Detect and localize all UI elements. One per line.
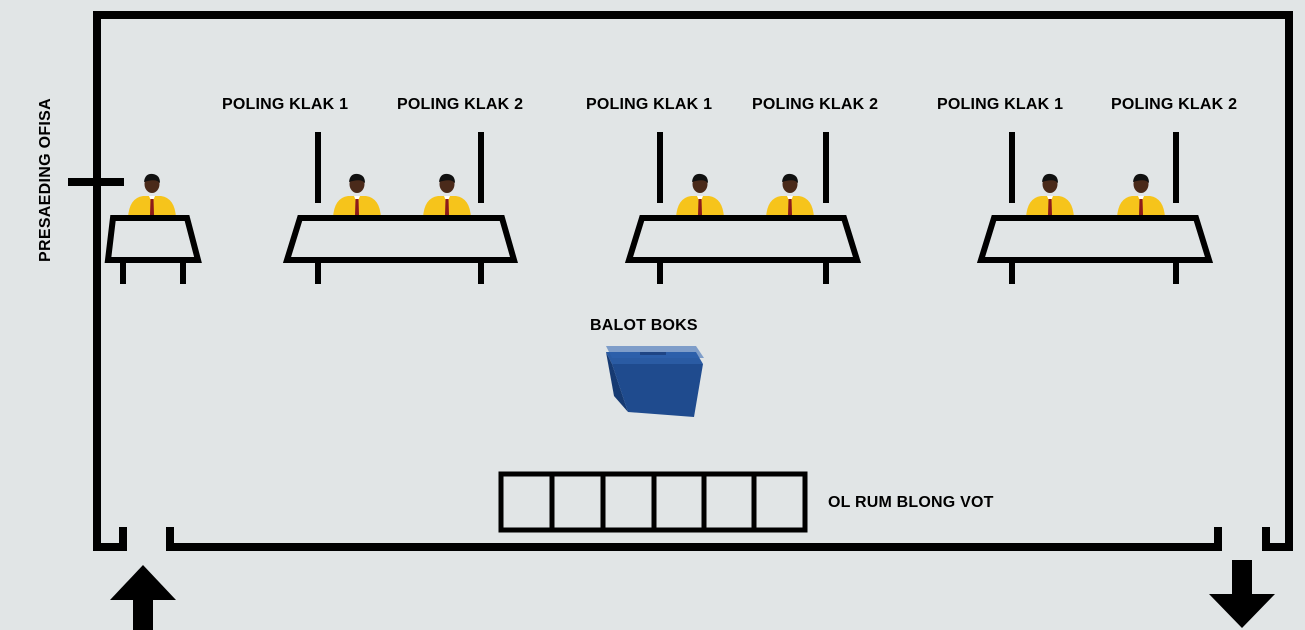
clerk-table-1 <box>282 132 518 284</box>
person-icon <box>333 173 381 218</box>
entry-arrow-icon <box>110 565 176 630</box>
table1-clerk1-label: POLING KLAK 1 <box>222 96 349 113</box>
wall-left-top-right <box>93 11 1293 551</box>
wall-bottom <box>166 527 1222 551</box>
clerk-table-top <box>624 215 862 263</box>
ballot-box-label: BALOT BOKS <box>590 317 698 334</box>
person-icon <box>1026 173 1074 218</box>
clerk-table-3 <box>976 132 1214 284</box>
table1-clerk2-label: POLING KLAK 2 <box>397 96 524 113</box>
voting-booths-label: OL RUM BLONG VOT <box>828 494 994 511</box>
person-icon <box>676 173 724 218</box>
voting-booths <box>498 471 808 533</box>
table2-clerk1-label: POLING KLAK 1 <box>586 96 713 113</box>
room-walls <box>68 11 1293 551</box>
person-icon <box>128 173 176 218</box>
table2-clerk2-label: POLING KLAK 2 <box>752 96 879 113</box>
exit-arrow-icon <box>1209 560 1275 628</box>
person-icon <box>1117 173 1165 218</box>
clerk-table-top <box>976 215 1214 263</box>
presiding-desk-top <box>104 215 202 263</box>
table3-clerk2-label: POLING KLAK 2 <box>1111 96 1238 113</box>
presiding-officer-label: PRESAEDING OFISA <box>37 98 54 262</box>
table3-clerk1-label: POLING KLAK 1 <box>937 96 1064 113</box>
person-icon <box>423 173 471 218</box>
ballot-box-icon <box>606 346 704 417</box>
clerk-table-top <box>282 215 518 263</box>
person-icon <box>766 173 814 218</box>
presiding-officer-desk <box>104 173 202 284</box>
clerk-table-2 <box>624 132 862 284</box>
